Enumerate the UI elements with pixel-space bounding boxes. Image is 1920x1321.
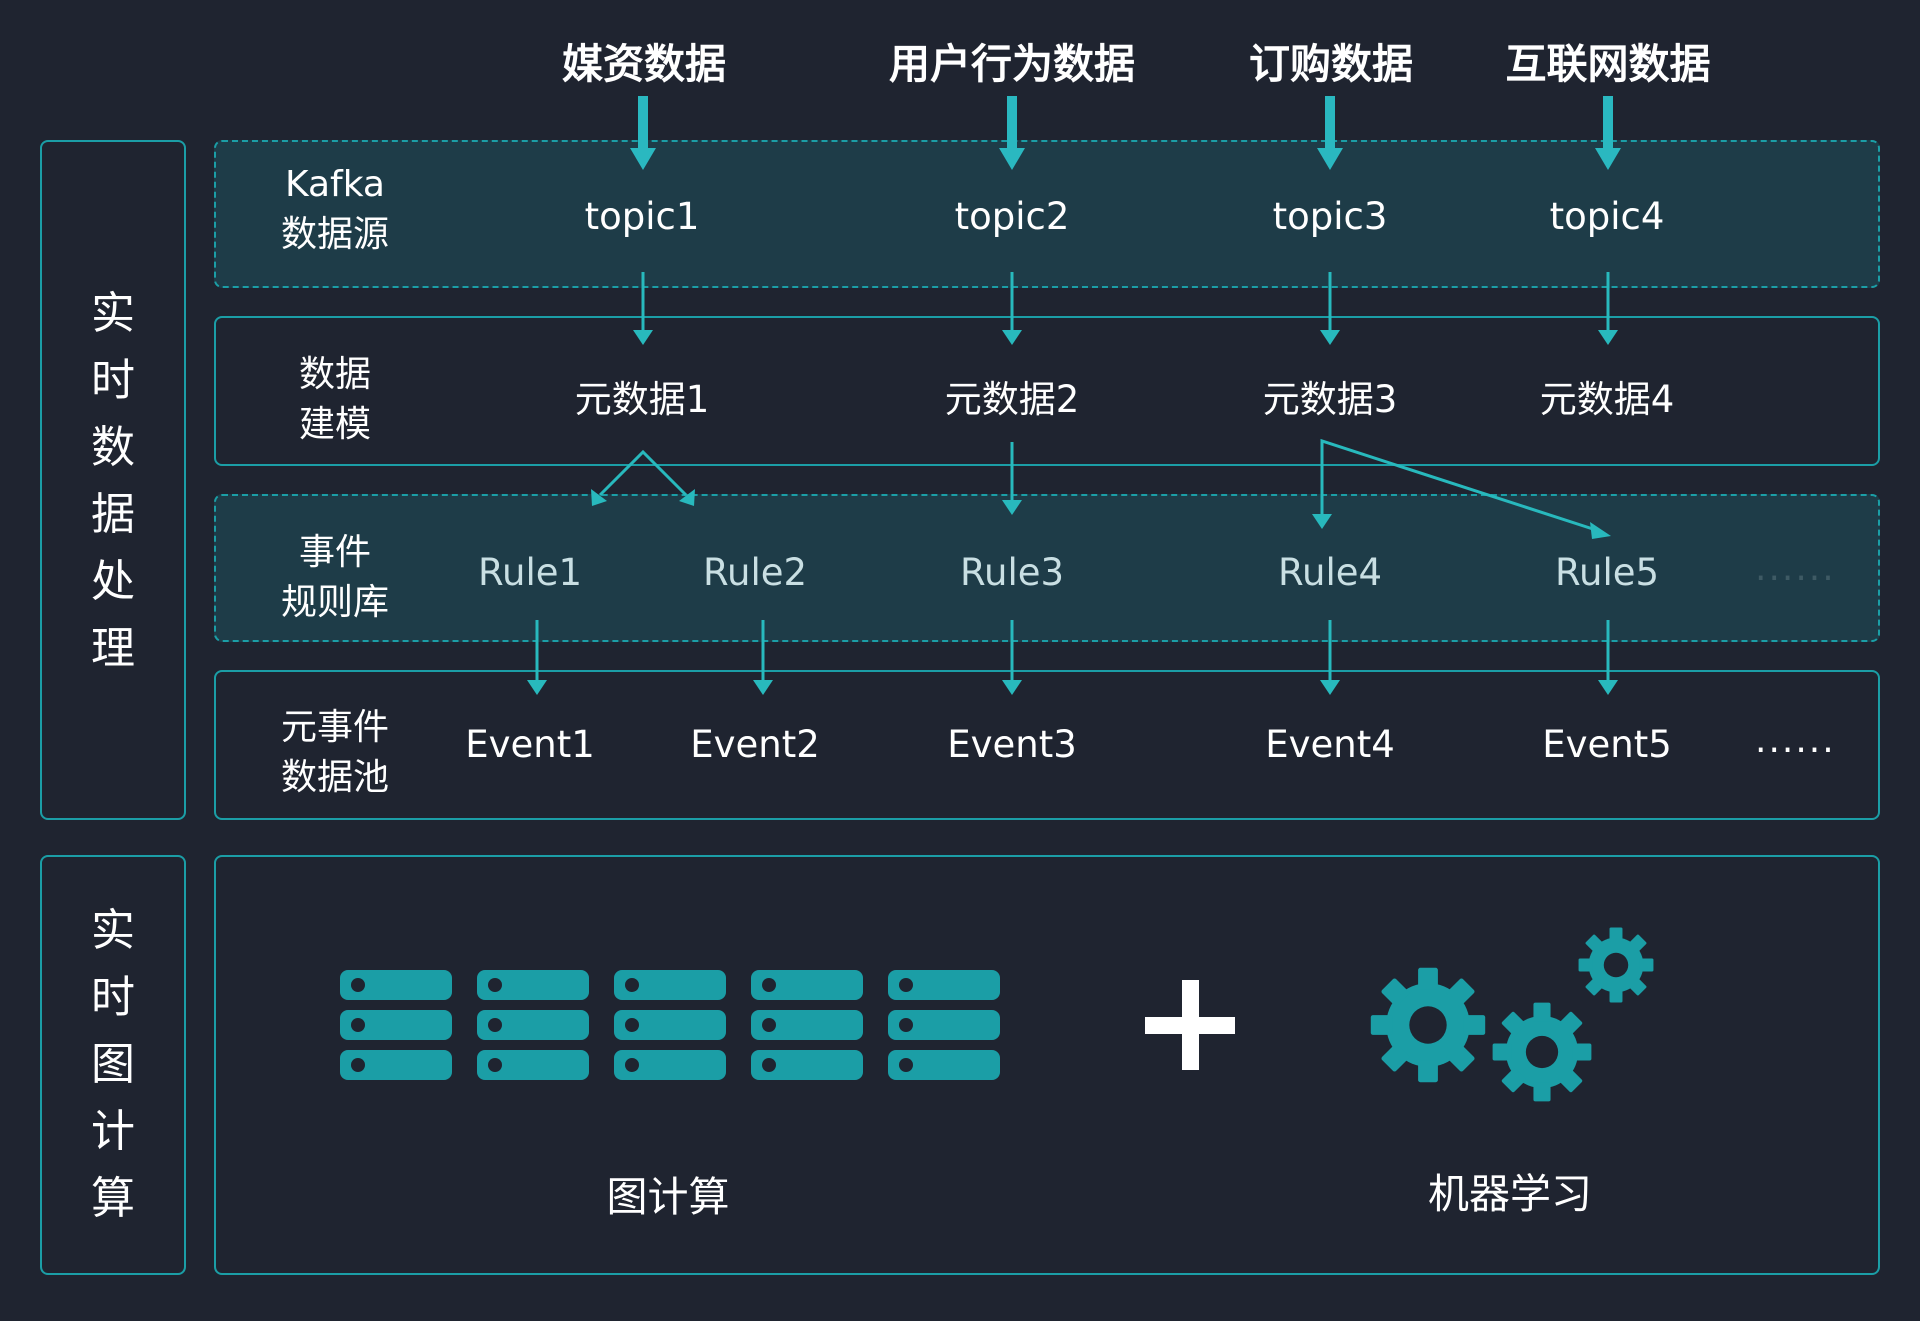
rules-row bbox=[214, 494, 1880, 642]
plus-icon bbox=[1145, 980, 1235, 1070]
rule-3: Rule3 bbox=[959, 551, 1065, 594]
rules-row-label-line1: 事件 bbox=[298, 532, 371, 573]
rule-2: Rule2 bbox=[702, 551, 808, 594]
metadata-1: 元数据1 bbox=[574, 378, 710, 421]
realtime-processing-label: 实时数据处理 bbox=[91, 288, 135, 674]
events-row-label-line2: 数据池 bbox=[280, 757, 389, 798]
modeling-row-label-line2: 建模 bbox=[298, 404, 371, 445]
source-arrow-user-behavior bbox=[999, 96, 1025, 170]
events-row-label-line1: 元事件 bbox=[280, 707, 389, 748]
event-2: Event2 bbox=[690, 723, 820, 766]
kafka-row-label-line1: Kafka bbox=[285, 164, 385, 205]
events-row bbox=[214, 670, 1880, 820]
source-title-subscription: 订购数据 bbox=[1249, 40, 1413, 88]
event-1: Event1 bbox=[465, 723, 595, 766]
source-title-media: 媒资数据 bbox=[562, 40, 726, 88]
source-title-internet: 互联网数据 bbox=[1505, 40, 1711, 88]
metadata-3: 元数据3 bbox=[1262, 378, 1398, 421]
gear-icon-small bbox=[1578, 927, 1654, 1003]
rules-row-label-line2: 规则库 bbox=[280, 582, 389, 623]
realtime-graph-panel bbox=[40, 855, 186, 1275]
modeling-row-label: 数据 建模 bbox=[255, 350, 415, 450]
source-title-user-behavior: 用户行为数据 bbox=[889, 40, 1135, 88]
source-arrow-media bbox=[630, 96, 656, 170]
source-arrow-internet bbox=[1595, 96, 1621, 170]
event-4: Event4 bbox=[1265, 723, 1395, 766]
rule-5: Rule5 bbox=[1554, 551, 1660, 594]
graph-ml-panel bbox=[214, 855, 1880, 1275]
server-icon-4 bbox=[751, 970, 863, 1080]
topic-4: topic4 bbox=[1549, 195, 1665, 238]
modeling-row-label-line1: 数据 bbox=[298, 354, 371, 395]
server-icons bbox=[340, 970, 1000, 1080]
topic-3: topic3 bbox=[1272, 195, 1388, 238]
event-3: Event3 bbox=[947, 723, 1077, 766]
server-icon-5 bbox=[888, 970, 1000, 1080]
rule-1: Rule1 bbox=[477, 551, 583, 594]
gear-icon-medium bbox=[1492, 1002, 1592, 1102]
event-5: Event5 bbox=[1542, 723, 1672, 766]
topic-2: topic2 bbox=[954, 195, 1070, 238]
modeling-row bbox=[214, 316, 1880, 466]
source-arrow-subscription bbox=[1317, 96, 1343, 170]
metadata-4: 元数据4 bbox=[1539, 378, 1675, 421]
graph-computing-caption: 图计算 bbox=[606, 1173, 730, 1221]
gears-icon bbox=[1370, 927, 1654, 1102]
realtime-processing-panel bbox=[40, 140, 186, 820]
events-row-label: 元事件 数据池 bbox=[255, 703, 415, 803]
kafka-row-label-line2: 数据源 bbox=[280, 214, 389, 255]
gear-icon-large bbox=[1370, 967, 1486, 1083]
rules-more: ...... bbox=[1755, 548, 1836, 589]
realtime-graph-label: 实时图计算 bbox=[91, 905, 135, 1224]
arrow-metadata3-rules bbox=[1320, 438, 1597, 532]
server-icon-3 bbox=[614, 970, 726, 1080]
topic-1: topic1 bbox=[584, 195, 700, 238]
machine-learning-caption: 机器学习 bbox=[1428, 1170, 1592, 1218]
kafka-row bbox=[214, 140, 1880, 288]
metadata-2: 元数据2 bbox=[944, 378, 1080, 421]
events-more: ...... bbox=[1755, 720, 1836, 761]
server-icon-2 bbox=[477, 970, 589, 1080]
kafka-row-label: Kafka 数据源 bbox=[255, 160, 415, 260]
arrow-metadata1-rules bbox=[598, 449, 688, 497]
rule-4: Rule4 bbox=[1277, 551, 1383, 594]
rules-row-label: 事件 规则库 bbox=[255, 528, 415, 628]
server-icon-1 bbox=[340, 970, 452, 1080]
